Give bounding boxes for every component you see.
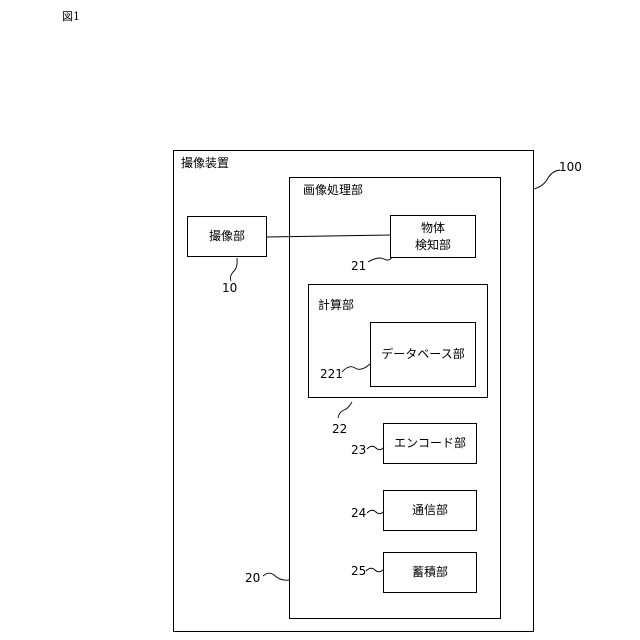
encoder-label: エンコード部 [394, 435, 466, 451]
communication-label: 通信部 [412, 502, 448, 518]
object-detection-line1: 物体 [421, 220, 445, 236]
ref-22: 22 [332, 423, 347, 435]
database-label: データベース部 [381, 346, 464, 362]
leader-100 [534, 170, 560, 189]
ref-24: 24 [351, 507, 366, 519]
imaging-unit-box: 撮像部 [187, 216, 267, 257]
ref-221: 221 [320, 368, 343, 380]
ref-20: 20 [245, 572, 260, 584]
imaging-unit-label: 撮像部 [209, 228, 245, 244]
image-processing-title: 画像処理部 [303, 184, 363, 196]
ref-10: 10 [222, 282, 237, 294]
calculation-title: 計算部 [318, 299, 354, 311]
communication-box: 通信部 [383, 490, 477, 531]
object-detection-box: 物体 検知部 [390, 215, 476, 258]
encoder-box: エンコード部 [383, 423, 477, 464]
ref-25: 25 [351, 565, 366, 577]
figure-label: 図1 [62, 8, 80, 24]
ref-21: 21 [351, 260, 366, 272]
imaging-device-title: 撮像装置 [181, 157, 229, 169]
database-box: データベース部 [370, 322, 476, 387]
storage-box: 蓄積部 [383, 552, 477, 593]
ref-100: 100 [559, 161, 582, 173]
storage-label: 蓄積部 [412, 564, 448, 580]
object-detection-line2: 検知部 [415, 237, 451, 253]
ref-23: 23 [351, 444, 366, 456]
